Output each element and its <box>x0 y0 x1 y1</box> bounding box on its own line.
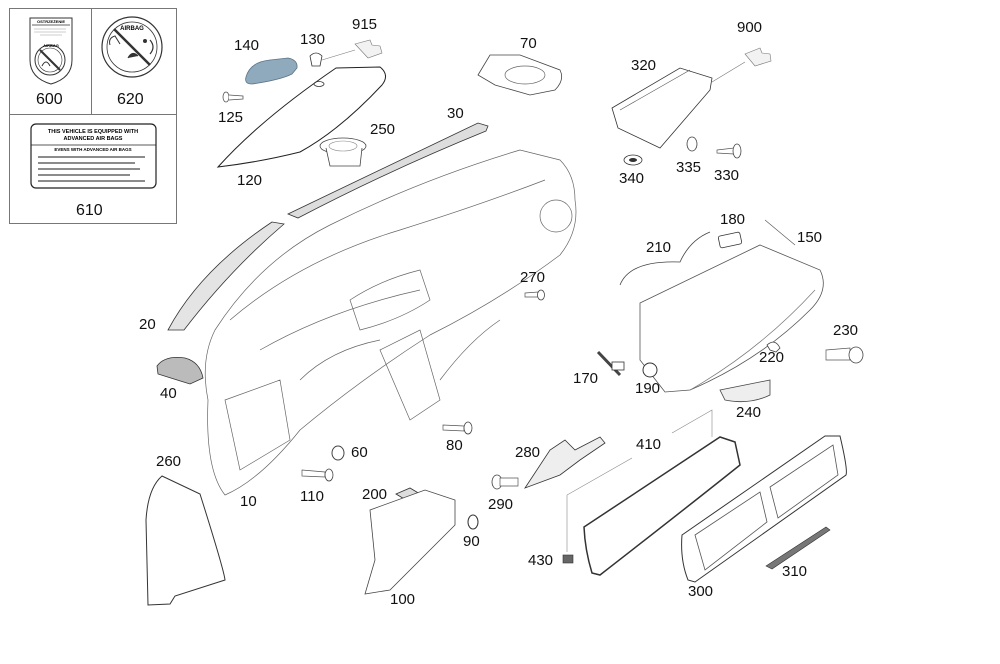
part-250-housing[interactable] <box>319 137 367 167</box>
part-190-knob[interactable] <box>642 362 658 378</box>
callout-230[interactable]: 230 <box>833 322 859 339</box>
part-260-side-panel[interactable] <box>145 475 226 606</box>
legend-label-600: 600 <box>36 91 63 108</box>
part-10-dashboard[interactable] <box>204 149 577 496</box>
callout-260[interactable]: 260 <box>156 453 182 470</box>
callout-10[interactable]: 10 <box>240 493 257 510</box>
callout-335[interactable]: 335 <box>676 159 702 176</box>
part-290-fastener[interactable] <box>491 474 519 490</box>
part-100-bracket[interactable] <box>364 489 456 595</box>
part-915-patch[interactable] <box>354 39 383 59</box>
part-180-switch[interactable] <box>717 231 743 249</box>
part-300-display-frame[interactable] <box>681 435 847 583</box>
callout-410[interactable]: 410 <box>636 436 662 453</box>
callout-60[interactable]: 60 <box>351 444 368 461</box>
part-130-clip[interactable] <box>309 49 356 67</box>
callout-270[interactable]: 270 <box>520 269 546 286</box>
callout-70[interactable]: 70 <box>520 35 537 52</box>
callout-280[interactable]: 280 <box>515 444 541 461</box>
legend-label-620: 620 <box>117 91 144 108</box>
part-900-patch[interactable] <box>744 47 772 67</box>
part-310-trim[interactable] <box>765 526 831 570</box>
part-240-handle[interactable] <box>719 379 771 403</box>
callout-140[interactable]: 140 <box>234 37 260 54</box>
airbag-info-sticker-610 <box>30 123 157 189</box>
callout-100[interactable]: 100 <box>390 591 416 608</box>
sticker-610-heading-1: THIS VEHICLE IS EQUIPPED WITH <box>48 129 138 135</box>
part-60-grommet[interactable] <box>331 445 345 461</box>
part-110-screw[interactable] <box>301 468 334 482</box>
callout-300[interactable]: 300 <box>688 583 714 600</box>
callout-200[interactable]: 200 <box>362 486 388 503</box>
part-170-cable[interactable] <box>596 350 625 377</box>
part-340-grommet[interactable] <box>623 154 643 166</box>
callout-90[interactable]: 90 <box>463 533 480 550</box>
callout-190[interactable]: 190 <box>635 380 661 397</box>
part-80-screw[interactable] <box>442 421 473 435</box>
sticker-600-word: AIRBAG <box>43 43 59 48</box>
callout-210[interactable]: 210 <box>646 239 672 256</box>
callout-240[interactable]: 240 <box>736 404 762 421</box>
legend-box-620 <box>91 8 177 117</box>
part-120-panel[interactable] <box>216 66 386 168</box>
callout-120[interactable]: 120 <box>237 172 263 189</box>
callout-220[interactable]: 220 <box>759 349 785 366</box>
callout-915[interactable]: 915 <box>352 16 378 33</box>
part-220-clip[interactable] <box>766 341 781 353</box>
callout-340[interactable]: 340 <box>619 170 645 187</box>
sticker-610-subheading: EVENS WITH ADVANCED AIR BAGS <box>54 147 131 152</box>
callout-150[interactable]: 150 <box>797 229 823 246</box>
part-320-airbag-module[interactable] <box>611 61 746 149</box>
callout-330[interactable]: 330 <box>714 167 740 184</box>
part-335-washer[interactable] <box>686 136 698 152</box>
callout-80[interactable]: 80 <box>446 437 463 454</box>
callout-320[interactable]: 320 <box>631 57 657 74</box>
part-20-trim-strip[interactable] <box>167 221 285 331</box>
part-280-bracket[interactable] <box>523 436 606 489</box>
callout-110[interactable]: 110 <box>300 488 324 505</box>
part-125-screw[interactable] <box>222 91 244 103</box>
part-330-screw[interactable] <box>716 143 742 159</box>
part-430-connector[interactable] <box>562 554 574 564</box>
sticker-620-word: AIRBAG <box>120 26 144 32</box>
part-270-screw[interactable] <box>524 289 545 301</box>
airbag-warning-sticker-620 <box>101 16 163 78</box>
callout-20[interactable]: 20 <box>139 316 156 333</box>
callout-250[interactable]: 250 <box>370 121 396 138</box>
part-40-vent[interactable] <box>156 356 204 385</box>
callout-310[interactable]: 310 <box>782 563 808 580</box>
callout-430[interactable]: 430 <box>528 552 554 569</box>
callout-170[interactable]: 170 <box>573 370 599 387</box>
callout-290[interactable]: 290 <box>488 496 514 513</box>
sticker-610-heading-2: ADVANCED AIR BAGS <box>64 136 123 142</box>
part-140-cover[interactable] <box>245 57 298 85</box>
part-30-trim-strip[interactable] <box>287 122 489 219</box>
callout-180[interactable]: 180 <box>720 211 746 228</box>
callout-900[interactable]: 900 <box>737 19 763 36</box>
callout-130[interactable]: 130 <box>300 31 326 48</box>
callout-125[interactable]: 125 <box>218 109 244 126</box>
part-90-nut[interactable] <box>467 514 479 530</box>
airbag-warning-sticker-600 <box>29 17 73 85</box>
part-210-wiring[interactable] <box>619 231 711 286</box>
legend-label-610: 610 <box>76 202 103 219</box>
part-410-wiring-harness[interactable] <box>566 409 741 576</box>
sticker-600-heading: OSTRZEŻENIE <box>37 19 65 24</box>
part-230-lock-cylinder[interactable] <box>825 346 864 364</box>
callout-40[interactable]: 40 <box>160 385 177 402</box>
callout-30[interactable]: 30 <box>447 105 464 122</box>
part-70-bracket[interactable] <box>477 54 563 96</box>
part-150-glovebox[interactable] <box>639 219 824 393</box>
